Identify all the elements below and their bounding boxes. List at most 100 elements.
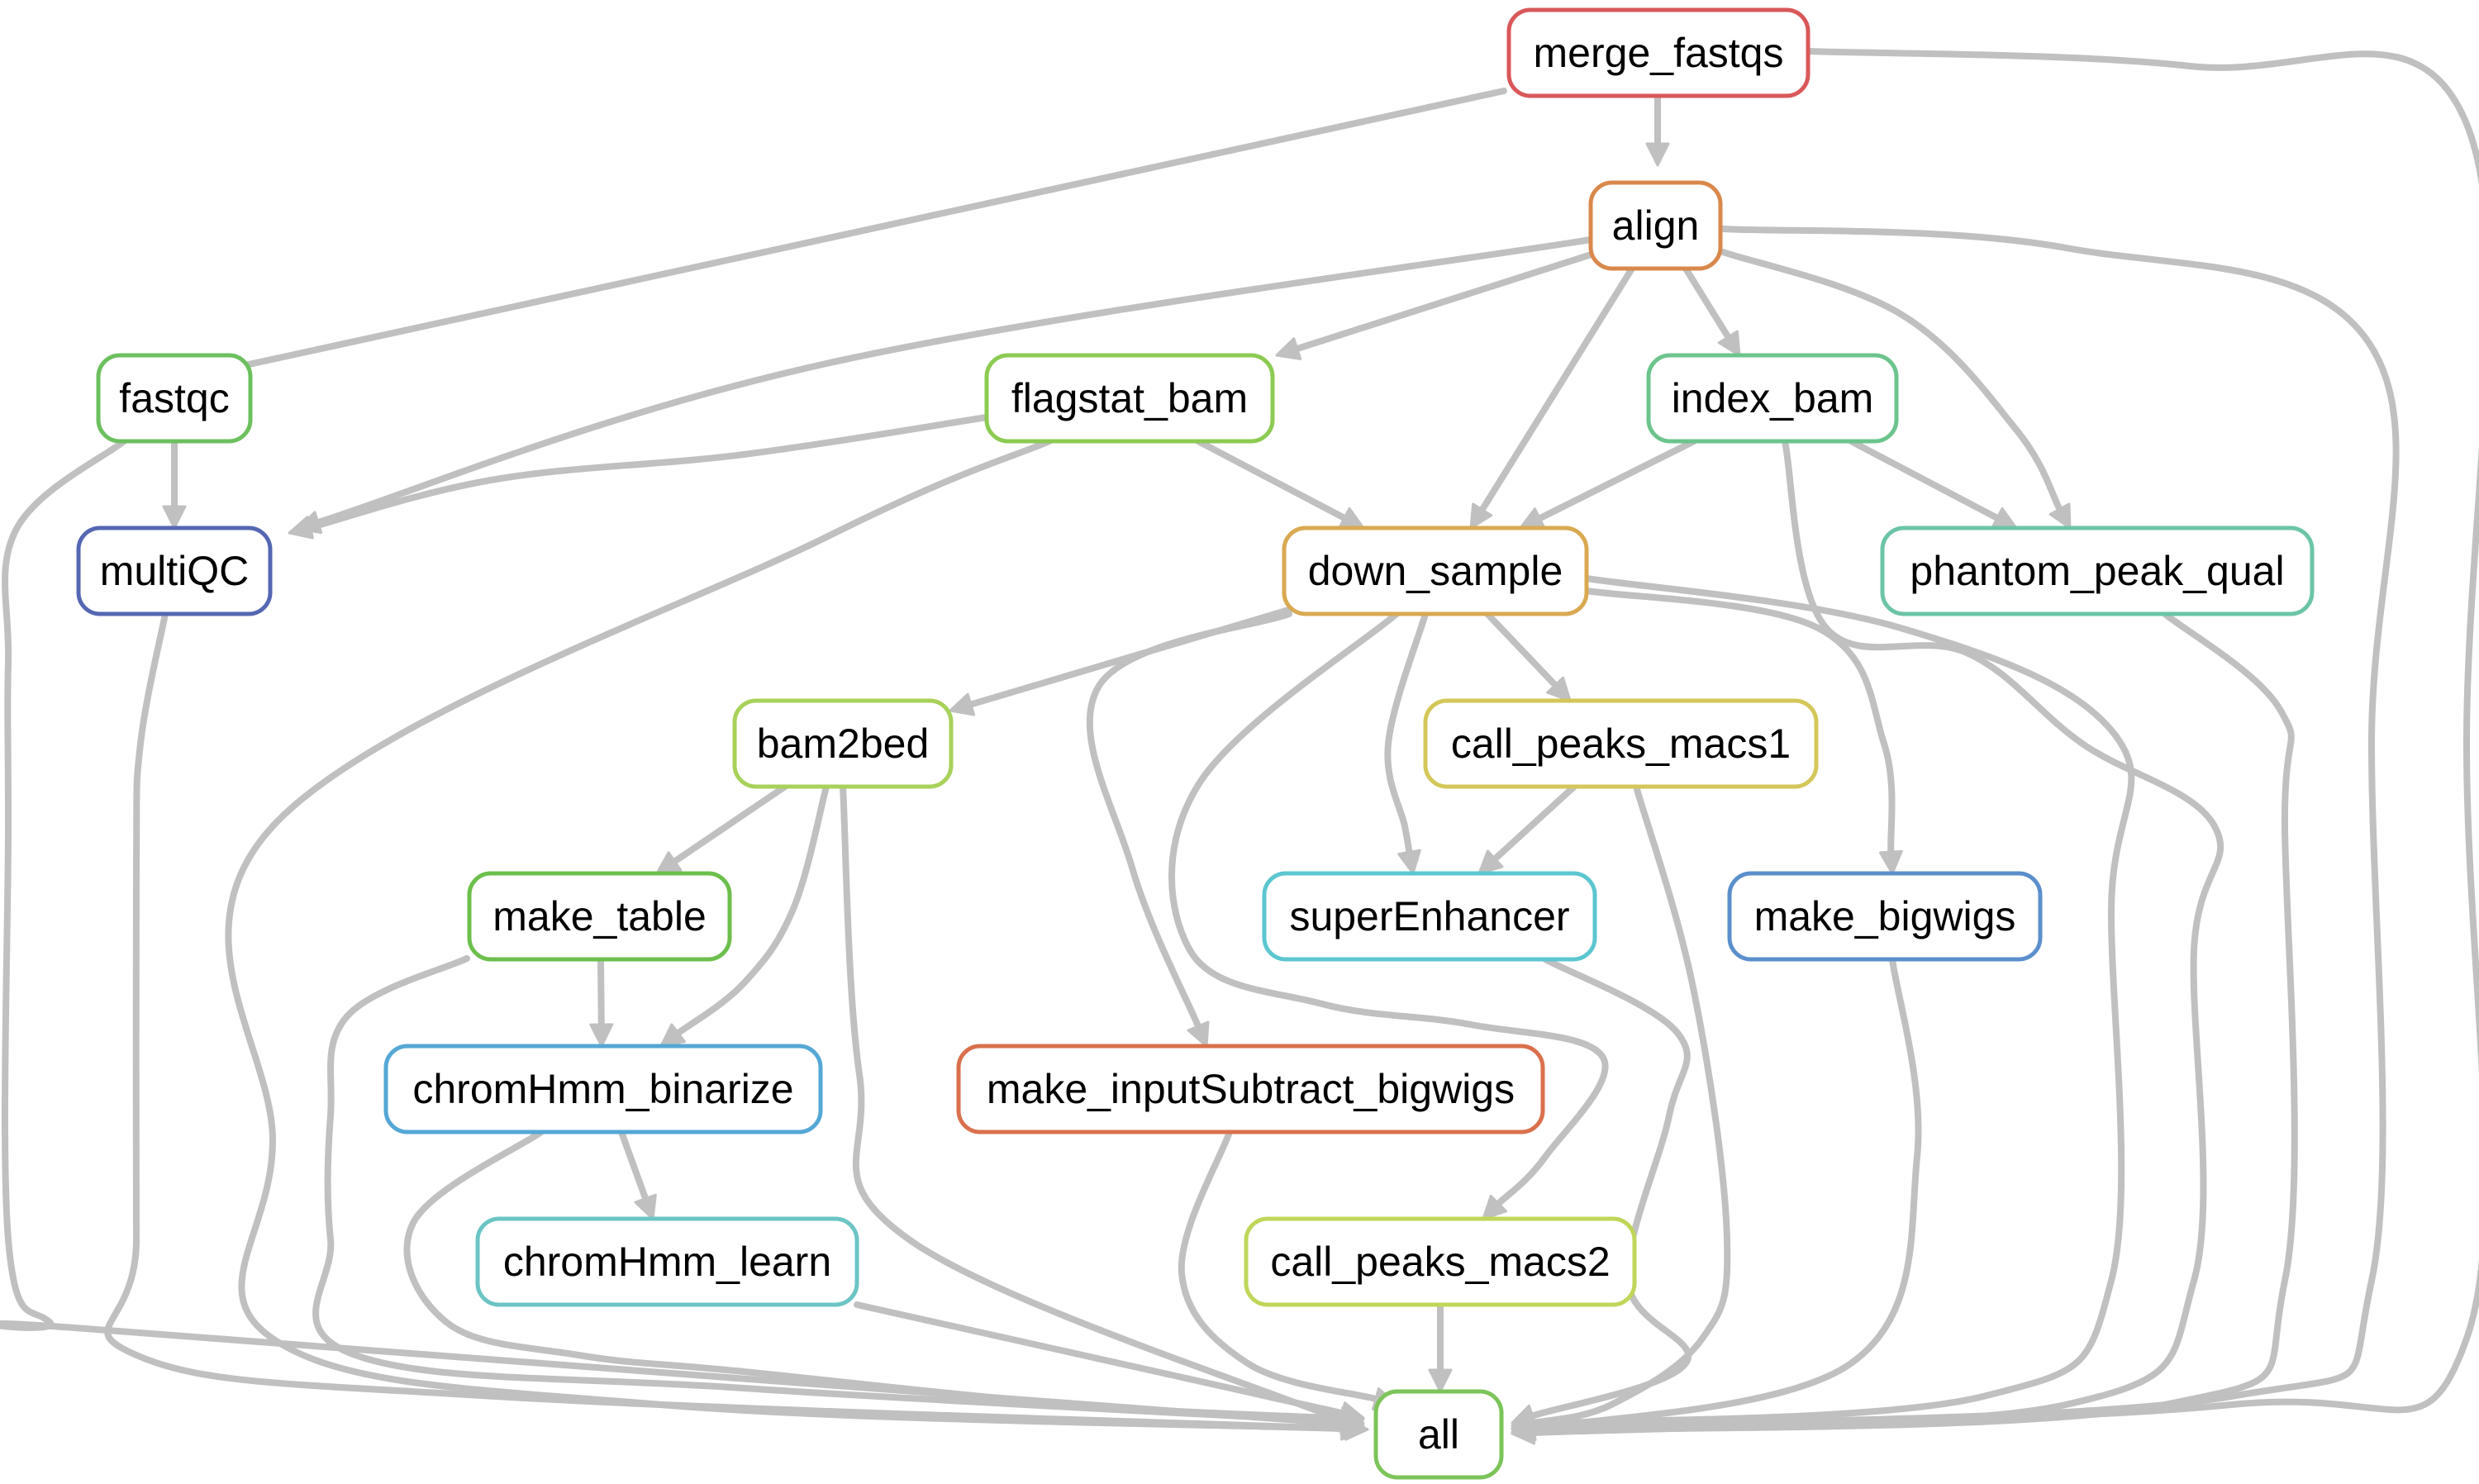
node-call_peaks_macs1[interactable]: call_peaks_macs1 (1423, 698, 1819, 789)
edge-arrowhead (634, 1193, 657, 1220)
node-label: multiQC (100, 548, 250, 594)
edge-align-to-flagstat_bam (1275, 249, 1602, 360)
node-index_bam[interactable]: index_bam (1646, 353, 1899, 444)
edge-line (1492, 783, 1577, 863)
edge-line (671, 783, 788, 865)
edge-down_sample-to-make_inputSubtract_bigwigs (1086, 611, 1292, 1048)
node-box (1727, 871, 2043, 962)
edge-bam2bed-to-make_table (655, 783, 788, 875)
edge-arrowhead (1717, 330, 1741, 357)
node-make_bigwigs[interactable]: make_bigwigs (1727, 871, 2043, 962)
edge-line (1530, 438, 2224, 1432)
edge-down_sample-to-call_peaks_macs1 (1484, 611, 1572, 702)
node-merge_fastqs[interactable]: merge_fastqs (1506, 7, 1810, 98)
node-bam2bed[interactable]: bam2bed (732, 698, 954, 789)
node-label: fastqc (119, 375, 229, 421)
edge-arrowhead (1428, 1368, 1453, 1393)
node-box (984, 353, 1275, 444)
node-box (1262, 871, 1597, 962)
edge-align-to-phantom_peak_qual (1720, 249, 2072, 530)
node-box (732, 698, 954, 789)
edge-arrowhead (1645, 142, 1670, 167)
edge-line (403, 1129, 1346, 1422)
edge-arrowhead (1519, 507, 1546, 530)
edge-line (314, 236, 1594, 526)
node-box (1423, 698, 1819, 789)
edge-line (1536, 438, 1697, 522)
edge-line (1530, 48, 2479, 1436)
edge-align-to-all (1511, 226, 2400, 1439)
node-label: align (1612, 202, 1700, 249)
edge-line (1384, 611, 1429, 856)
edge-chromHmm_learn-to-all (854, 1301, 1365, 1425)
node-flagstat_bam[interactable]: flagstat_bam (984, 353, 1275, 444)
node-chromHmm_binarize[interactable]: chromHmm_binarize (383, 1044, 823, 1134)
edge-arrowhead (1339, 1401, 1365, 1425)
edge-line (1682, 265, 1732, 340)
edge-arrowhead (162, 505, 187, 530)
edge-line (1530, 783, 1731, 1427)
edge-fastqc-to-multiQC (162, 438, 187, 530)
edge-arrowhead (1546, 676, 1572, 702)
node-fastqc[interactable]: fastqc (96, 353, 253, 444)
edge-arrowhead (288, 516, 314, 540)
node-label: call_peaks_macs2 (1270, 1239, 1610, 1285)
node-make_inputSubtract_bigwigs[interactable]: make_inputSubtract_bigwigs (956, 1044, 1545, 1134)
edge-arrowhead (659, 1023, 687, 1048)
node-box (96, 353, 253, 444)
node-box (76, 526, 273, 616)
node-label: down_sample (1308, 548, 1563, 594)
node-label: call_peaks_macs1 (1451, 721, 1791, 767)
edge-down_sample-to-make_bigwigs (1583, 587, 1903, 875)
node-box (1880, 526, 2315, 616)
edge-line (0, 438, 1346, 1428)
edge-line (1484, 611, 1559, 689)
node-label: flagstat_bam (1011, 375, 1248, 421)
edge-index_bam-to-down_sample (1519, 438, 1697, 530)
edge-line (854, 1301, 1346, 1417)
node-label: merge_fastqs (1534, 30, 1784, 76)
node-box (1282, 526, 1589, 616)
edge-merge_fastqs-to-fastqc (213, 88, 1507, 379)
edge-down_sample-to-superEnhancer (1384, 611, 1429, 875)
node-superEnhancer[interactable]: superEnhancer (1262, 871, 1597, 962)
edge-line (307, 414, 990, 531)
edge-line (1720, 249, 2063, 513)
edge-arrowhead (1397, 849, 1421, 875)
edge-arrowhead (1187, 1020, 1210, 1048)
node-box (1588, 180, 1723, 271)
edge-line (1293, 249, 1602, 353)
node-multiQC[interactable]: multiQC (76, 526, 273, 616)
edge-call_peaks_macs2-to-all (1428, 1301, 1453, 1393)
edge-arrowhead (1275, 337, 1302, 360)
edge-chromHmm_binarize-to-chromHmm_learn (618, 1129, 657, 1220)
edge-line (1195, 438, 1348, 521)
node-label: make_table (492, 893, 707, 939)
node-all[interactable]: all (1373, 1389, 1504, 1480)
node-make_table[interactable]: make_table (467, 871, 732, 962)
edge-flagstat_bam-to-multiQC (288, 414, 990, 540)
edge-line (312, 955, 1346, 1425)
edge-arrowhead (1338, 507, 1365, 530)
node-box (383, 1044, 823, 1134)
node-box (1244, 1216, 1637, 1307)
node-box (1373, 1389, 1504, 1480)
edge-down_sample-to-call_peaks_macs2 (1168, 611, 1609, 1220)
edge-line (1178, 1129, 1379, 1403)
node-align[interactable]: align (1588, 180, 1723, 271)
edge-line (1848, 438, 2001, 521)
edge-line (840, 783, 1348, 1425)
node-down_sample[interactable]: down_sample (1282, 526, 1589, 616)
edge-line (1168, 611, 1609, 1207)
edge-line (1530, 956, 1922, 1433)
edge-arrowhead (1477, 849, 1504, 875)
node-phantom_peak_qual[interactable]: phantom_peak_qual (1880, 526, 2315, 616)
node-box (1506, 7, 1810, 98)
edge-flagstat_bam-to-down_sample (1195, 438, 1365, 530)
node-label: chromHmm_binarize (412, 1066, 793, 1112)
node-chromHmm_learn[interactable]: chromHmm_learn (475, 1216, 859, 1307)
edge-line (674, 783, 830, 1037)
node-call_peaks_macs2[interactable]: call_peaks_macs2 (1244, 1216, 1637, 1307)
